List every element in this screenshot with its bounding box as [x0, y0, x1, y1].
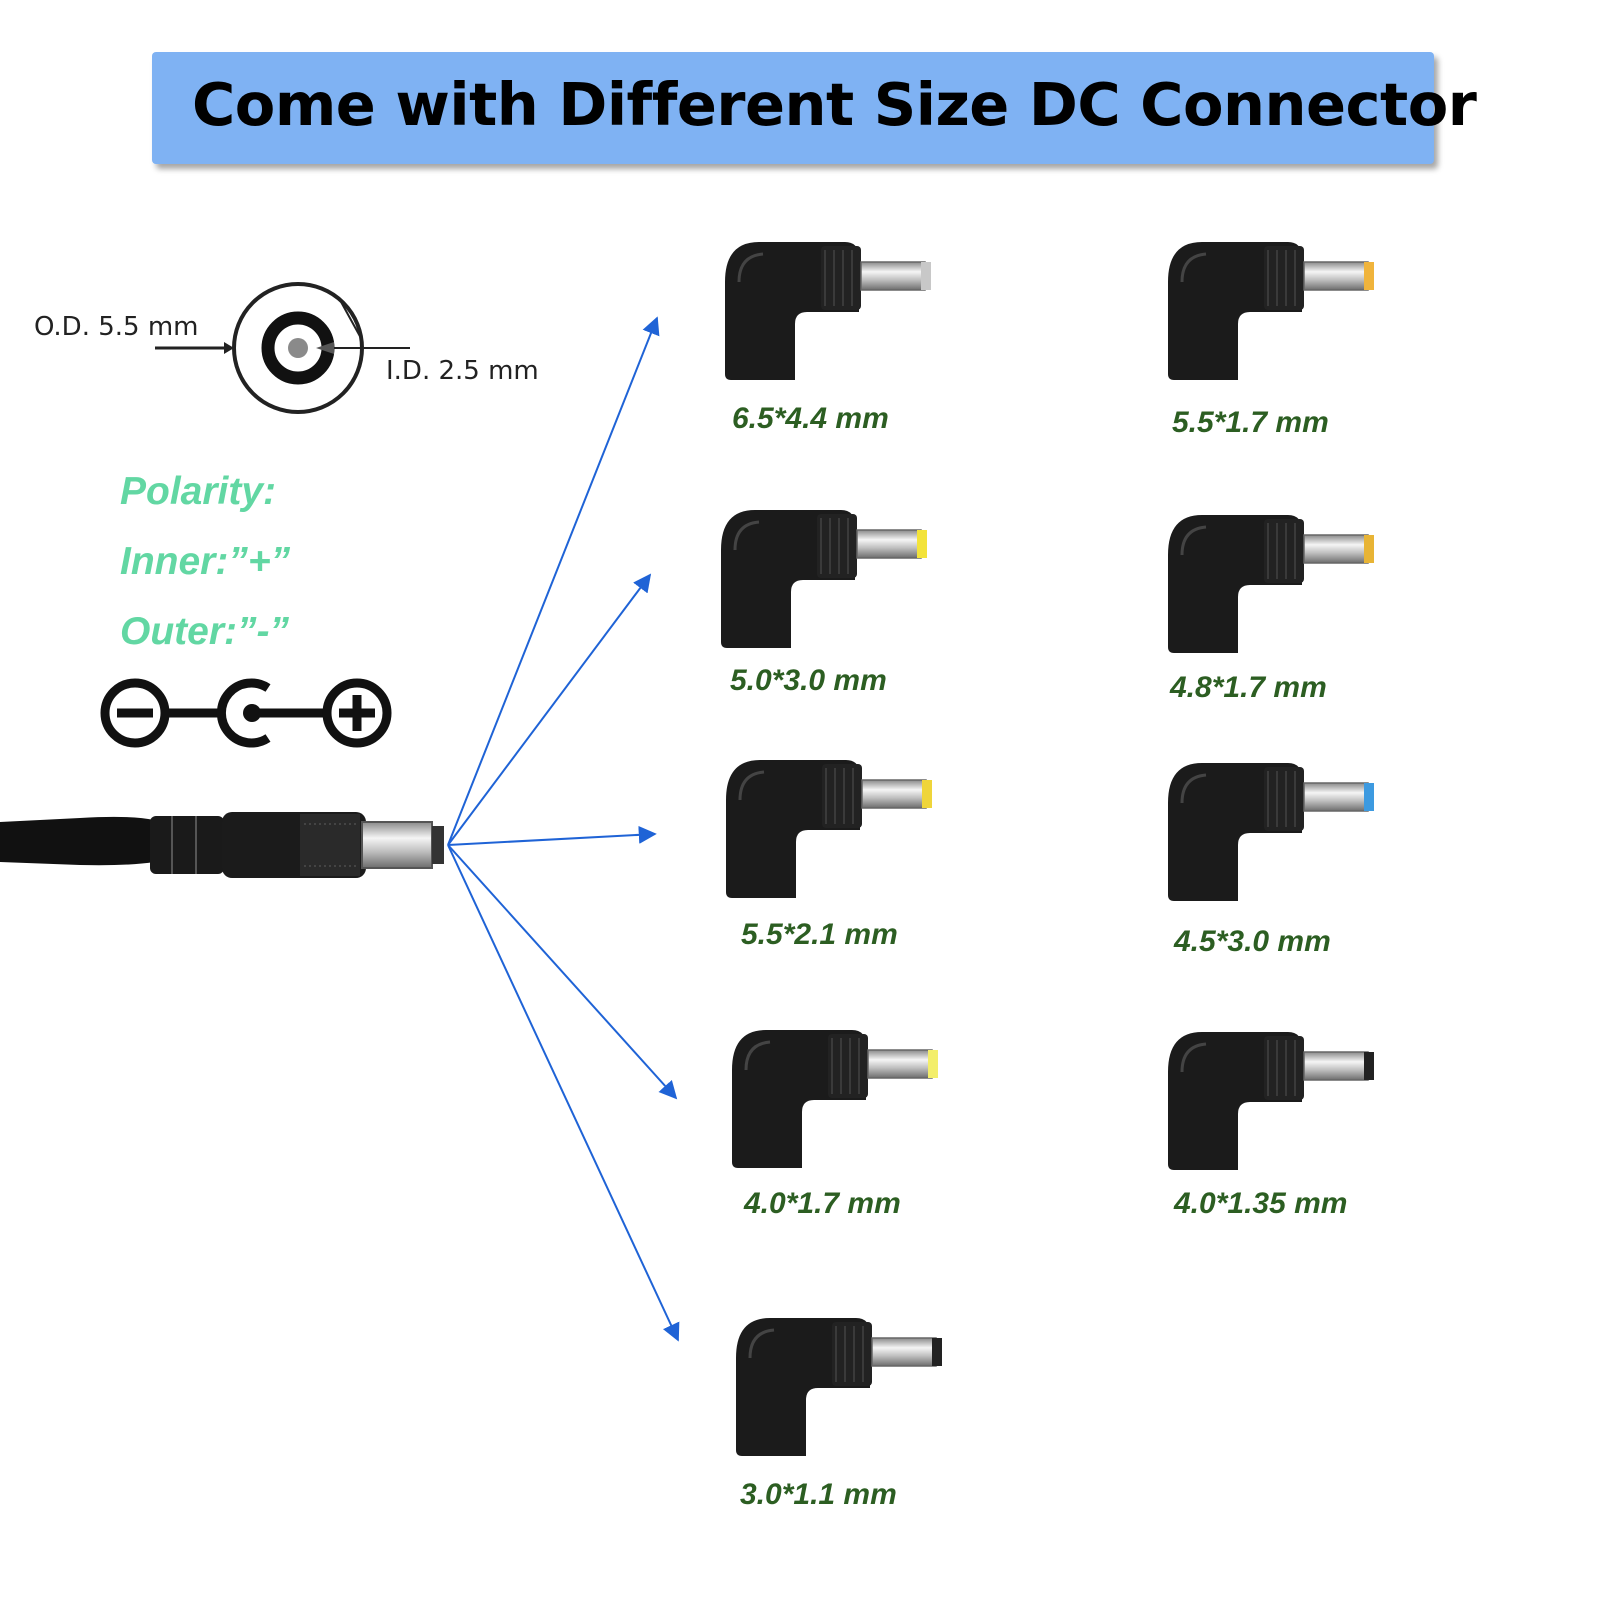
- pin-tip-band: [928, 1050, 938, 1078]
- polarity-symbol: [100, 678, 392, 748]
- tip-size-label: 4.0*1.7 mm: [744, 1187, 901, 1220]
- connector-tip: [1168, 763, 1374, 901]
- barrel-cross-section: [155, 282, 410, 414]
- pin-tip-band: [1364, 262, 1374, 290]
- connector-tip: [1168, 242, 1374, 380]
- connector-tip: [726, 760, 932, 898]
- tip-size-label: 4.5*3.0 mm: [1174, 925, 1331, 958]
- pin-tip-band: [921, 262, 931, 290]
- outer-diameter-label: O.D. 5.5 mm: [34, 312, 199, 342]
- inner-diameter-label: I.D. 2.5 mm: [386, 356, 539, 386]
- tip-size-label: 5.5*1.7 mm: [1172, 406, 1329, 439]
- tip-size-label: 4.8*1.7 mm: [1170, 671, 1327, 704]
- tip-size-label: 5.5*2.1 mm: [741, 918, 898, 951]
- tip-size-label: 5.0*3.0 mm: [730, 664, 887, 697]
- connector-tip: [736, 1318, 942, 1456]
- tip-size-label: 4.0*1.35 mm: [1174, 1187, 1348, 1220]
- pin-tip-band: [1364, 783, 1374, 811]
- pin-tip-band: [932, 1338, 942, 1366]
- pin-tip-band: [1364, 1052, 1374, 1080]
- dc-plug: [0, 812, 444, 878]
- connector-tip: [1168, 515, 1374, 653]
- pin-tip-band: [922, 780, 932, 808]
- polarity-inner: Inner:”+”: [120, 540, 291, 583]
- tip-size-label: 3.0*1.1 mm: [740, 1478, 897, 1511]
- connector-tips: [721, 242, 1374, 1456]
- title-banner: Come with Different Size DC Connector: [152, 52, 1477, 164]
- connector-tip: [1168, 1032, 1374, 1170]
- connector-tip: [732, 1030, 938, 1168]
- pointer-arrows: [447, 316, 680, 1342]
- pin-tip-band: [1364, 535, 1374, 563]
- polarity-heading: Polarity:: [120, 470, 277, 513]
- pin-tip-band: [917, 530, 927, 558]
- polarity-outer: Outer:”-”: [120, 610, 289, 653]
- tip-size-label: 6.5*4.4 mm: [732, 402, 889, 435]
- page-title: Come with Different Size DC Connector: [192, 70, 1477, 139]
- connector-tip: [725, 242, 931, 380]
- connector-tip: [721, 510, 927, 648]
